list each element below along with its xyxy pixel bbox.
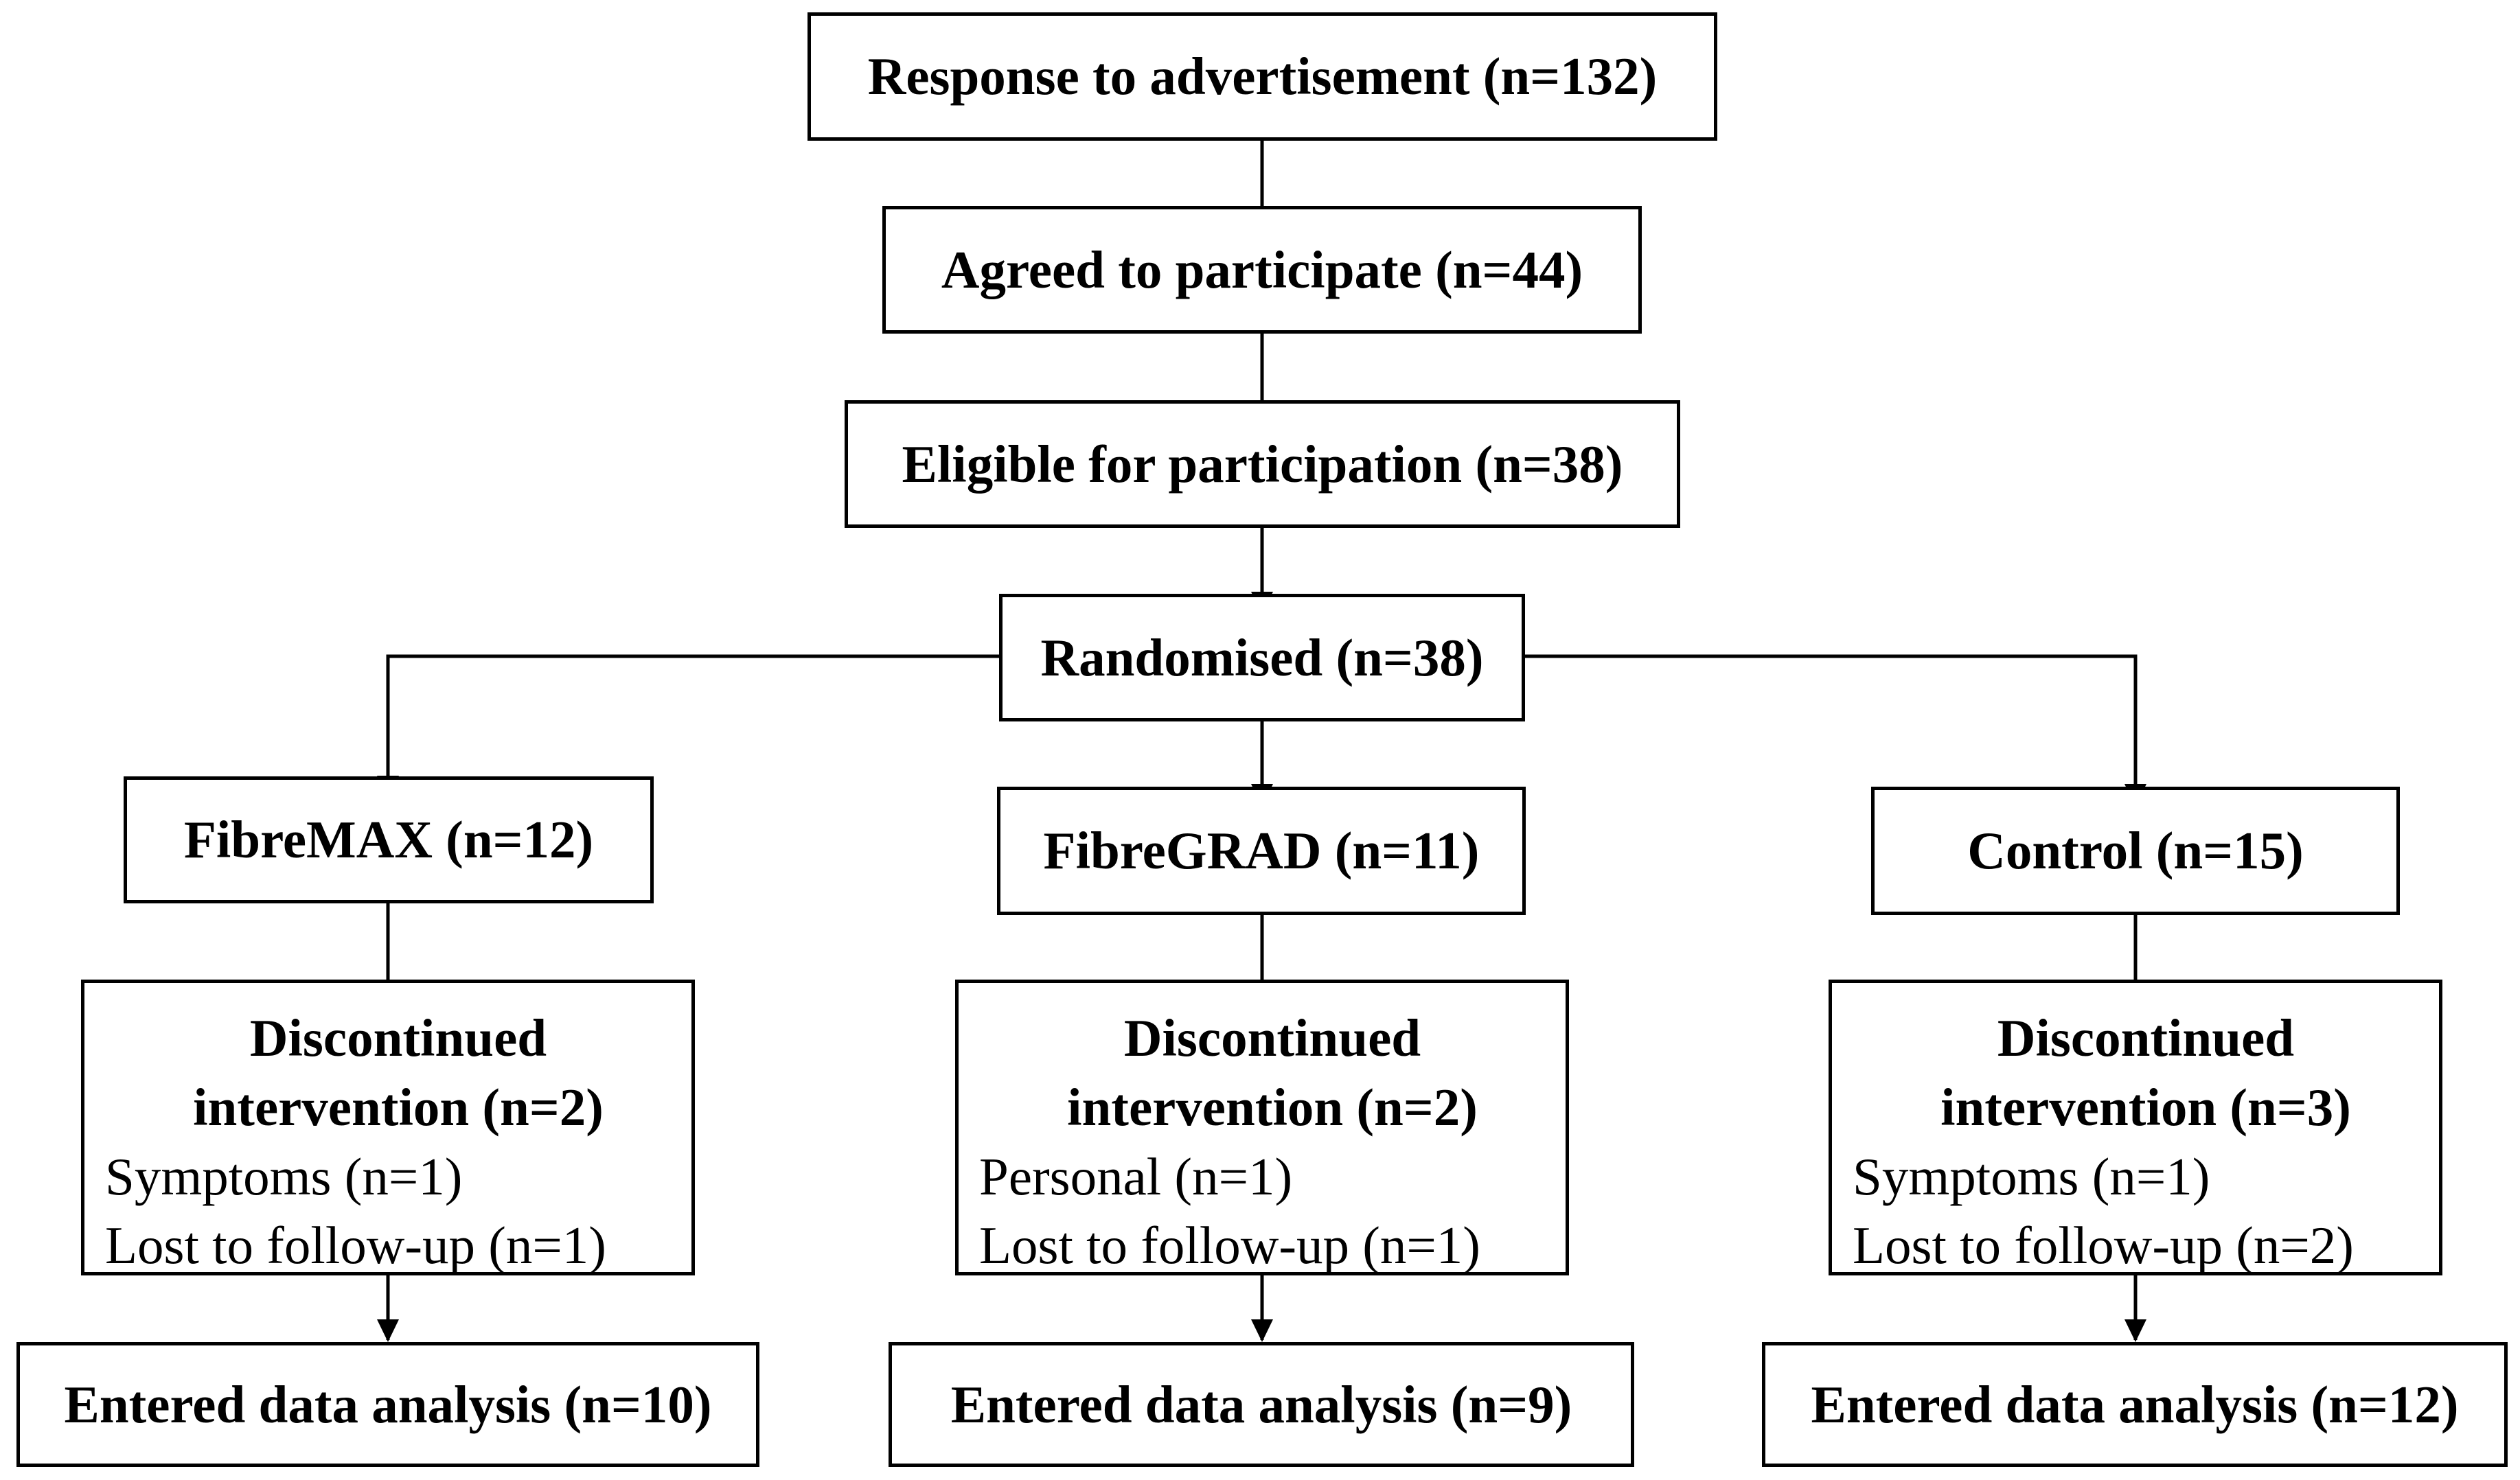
control-reason-1: Symptoms (n=1) [1853,1147,2210,1206]
fibremax-analysis-box: Entered data analysis (n=10) [16,1342,759,1467]
eligible-box: Eligible for participation (n=38) [845,400,1680,528]
fibremax-discontinued-box: Discontinued intervention (n=2) Symptoms… [81,980,695,1275]
fibregrad-analysis-text: Entered data analysis (n=9) [950,1374,1572,1434]
fibregrad-discontinued-title-line-2: intervention (n=2) [1067,1078,1478,1137]
randomised-text: Randomised (n=38) [1040,627,1484,687]
control-analysis-text: Entered data analysis (n=12) [1811,1374,2459,1434]
arrowhead-center-analysis [1251,1319,1273,1342]
fibremax-discontinued-title-line-2: intervention (n=2) [193,1078,604,1137]
response-box: Response to advertisement (n=132) [807,12,1717,141]
fibregrad-reason-2: Lost to follow-up (n=1) [979,1216,1480,1275]
fibregrad-group-text: FibreGRAD (n=11) [1043,821,1480,880]
connector-randomised-right [1523,654,2138,784]
control-analysis-box: Entered data analysis (n=12) [1762,1342,2508,1467]
control-discontinued-title-line-1: Discontinued [1997,1008,2295,1067]
agreed-text: Agreed to participate (n=44) [941,240,1583,299]
control-group-text: Control (n=15) [1967,821,2304,880]
fibregrad-discontinued-title-line-1: Discontinued [1123,1008,1421,1067]
randomised-box: Randomised (n=38) [999,594,1525,721]
fibremax-analysis-text: Entered data analysis (n=10) [64,1374,712,1434]
control-group-box: Control (n=15) [1871,787,2400,915]
fibremax-group-text: FibreMAX (n=12) [183,810,594,869]
fibregrad-discontinued-box: Discontinued intervention (n=2) Personal… [955,980,1569,1275]
fibremax-reason-2: Lost to follow-up (n=1) [105,1216,606,1275]
arrowhead-left-analysis [377,1319,399,1342]
fibregrad-group-box: FibreGRAD (n=11) [997,787,1526,915]
fibregrad-analysis-box: Entered data analysis (n=9) [889,1342,1634,1467]
connector-randomised-left [386,654,1000,776]
fibremax-reason-1: Symptoms (n=1) [105,1147,463,1206]
fibregrad-reason-1: Personal (n=1) [979,1147,1293,1206]
fibremax-discontinued-title-line-1: Discontinued [249,1008,547,1067]
response-text: Response to advertisement (n=132) [867,47,1658,106]
control-discontinued-title-line-2: intervention (n=3) [1940,1078,2351,1137]
control-discontinued-box: Discontinued intervention (n=3) Symptoms… [1829,980,2442,1275]
arrowhead-right-analysis [2124,1319,2146,1342]
fibremax-group-box: FibreMAX (n=12) [124,776,654,903]
eligible-text: Eligible for participation (n=38) [902,434,1623,494]
control-reason-2: Lost to follow-up (n=2) [1853,1216,2354,1275]
agreed-box: Agreed to participate (n=44) [882,206,1642,334]
